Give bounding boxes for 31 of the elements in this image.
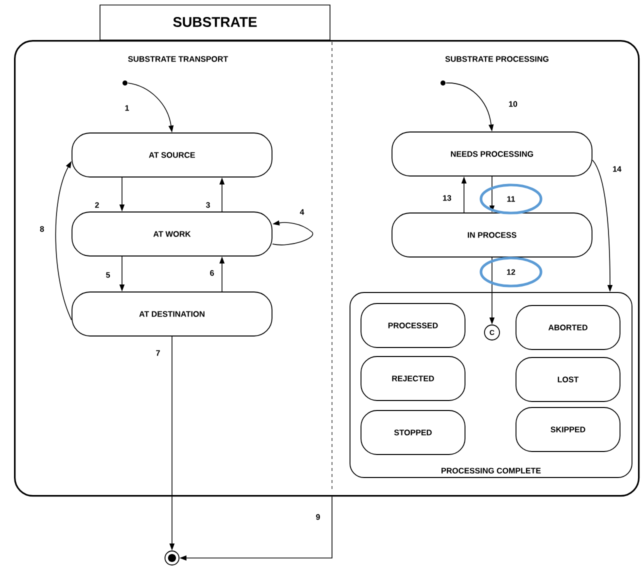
edge-label: 7: [154, 349, 162, 357]
edge-label: 3: [204, 201, 212, 209]
region-heading: SUBSTRATE TRANSPORT: [128, 56, 228, 62]
edge-label: 13: [442, 194, 452, 202]
state-box: AT SOURCE: [72, 132, 272, 178]
state-box: NEEDS PROCESSING: [392, 132, 592, 176]
region-heading: SUBSTRATE PROCESSING: [445, 56, 548, 62]
state-box: SKIPPED: [516, 407, 620, 452]
final-state: [164, 550, 180, 566]
edge-label: 6: [208, 269, 216, 277]
edge-label: 12: [506, 268, 516, 276]
edge-label: 4: [298, 208, 306, 216]
edge-label: 10: [508, 100, 518, 108]
state-box: PROCESSED: [360, 303, 466, 348]
edge-label: 14: [612, 165, 622, 173]
state-box: REJECTED: [360, 356, 466, 401]
state-box: AT WORK: [72, 212, 272, 256]
edge-label: 11: [506, 195, 516, 203]
initial-state: [440, 80, 446, 86]
state-box: AT DESTINATION: [72, 292, 272, 336]
state-box: IN PROCESS: [392, 212, 592, 258]
state-box: ABORTED: [516, 305, 620, 350]
edge-label: 1: [124, 104, 130, 112]
node-label: SUBSTRATE: [173, 17, 257, 27]
edge-label: 2: [94, 201, 100, 209]
initial-state: [122, 80, 128, 86]
edge-label: 8: [38, 225, 46, 233]
edge-label: 9: [314, 513, 322, 521]
edge-label: 5: [104, 271, 112, 279]
state-box: STOPPED: [360, 410, 466, 455]
state-box: LOST: [516, 357, 620, 402]
